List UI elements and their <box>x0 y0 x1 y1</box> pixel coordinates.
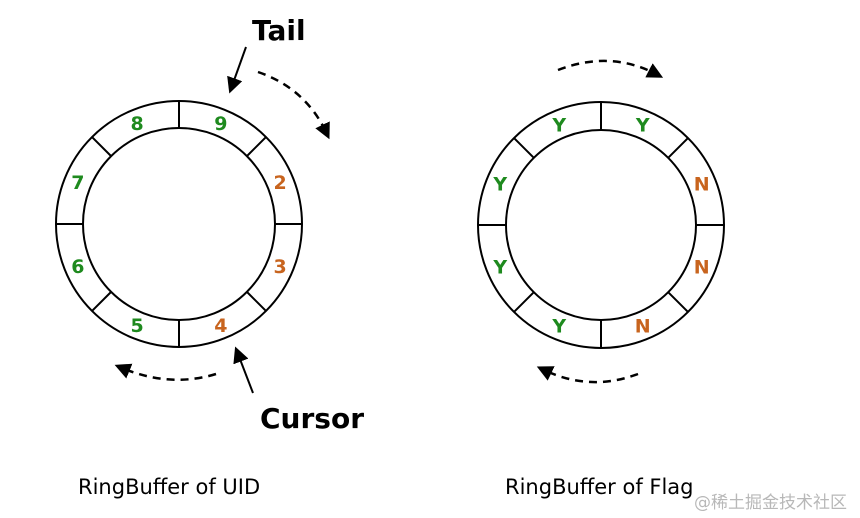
cursor-label: Cursor <box>260 402 364 435</box>
ring-uid-segment-label: 5 <box>130 315 143 337</box>
caption-uid: RingBuffer of UID <box>78 475 260 499</box>
uid-rotation-arrow-top <box>257 70 330 140</box>
ring-uid-inner-circle <box>82 127 276 321</box>
ring-uid-segment-label: 7 <box>71 172 84 194</box>
ring-uid-segment-label: 9 <box>214 113 227 135</box>
ring-uid-segment-label: 6 <box>71 256 84 278</box>
ring-flag-segment-label: N <box>694 257 710 279</box>
caption-flag: RingBuffer of Flag <box>505 475 694 499</box>
ring-flag-divider <box>667 137 689 159</box>
tail-arrow <box>227 46 247 94</box>
ring-flag-segment-label: N <box>635 316 651 338</box>
ring-flag-divider <box>513 137 535 159</box>
ring-uid-segment-label: 2 <box>274 172 287 194</box>
ring-flag: Y Y N N N Y Y Y <box>477 101 725 349</box>
ring-flag-divider <box>513 291 535 313</box>
ring-flag-segment-label: Y <box>492 173 507 195</box>
watermark: @稀土掘金技术社区 <box>694 493 847 513</box>
ring-uid: 8 9 2 3 4 5 6 7 <box>55 100 303 348</box>
uid-rotation-arrow-bottom <box>114 363 217 382</box>
ring-flag-divider <box>667 291 689 313</box>
ring-uid-segment-label: 4 <box>214 315 227 337</box>
ring-uid-divider <box>246 136 267 157</box>
flag-rotation-arrow-bottom <box>536 366 639 384</box>
ring-uid-divider <box>91 291 112 312</box>
cursor-arrow <box>233 346 254 394</box>
ring-flag-segment-label: Y <box>551 114 566 136</box>
ring-uid-divider <box>91 136 112 157</box>
tail-label: Tail <box>252 14 306 47</box>
ring-uid-segment-label: 3 <box>274 256 287 278</box>
ring-flag-segment-label: Y <box>492 257 507 279</box>
ring-flag-segment-label: Y <box>635 114 650 136</box>
ring-flag-segment-label: N <box>694 173 710 195</box>
ring-uid-divider <box>246 291 267 312</box>
ring-uid-segment-label: 8 <box>130 113 143 135</box>
ring-flag-segment-label: Y <box>551 316 566 338</box>
flag-rotation-arrow-top <box>557 59 664 78</box>
ring-flag-inner-circle <box>505 129 697 321</box>
